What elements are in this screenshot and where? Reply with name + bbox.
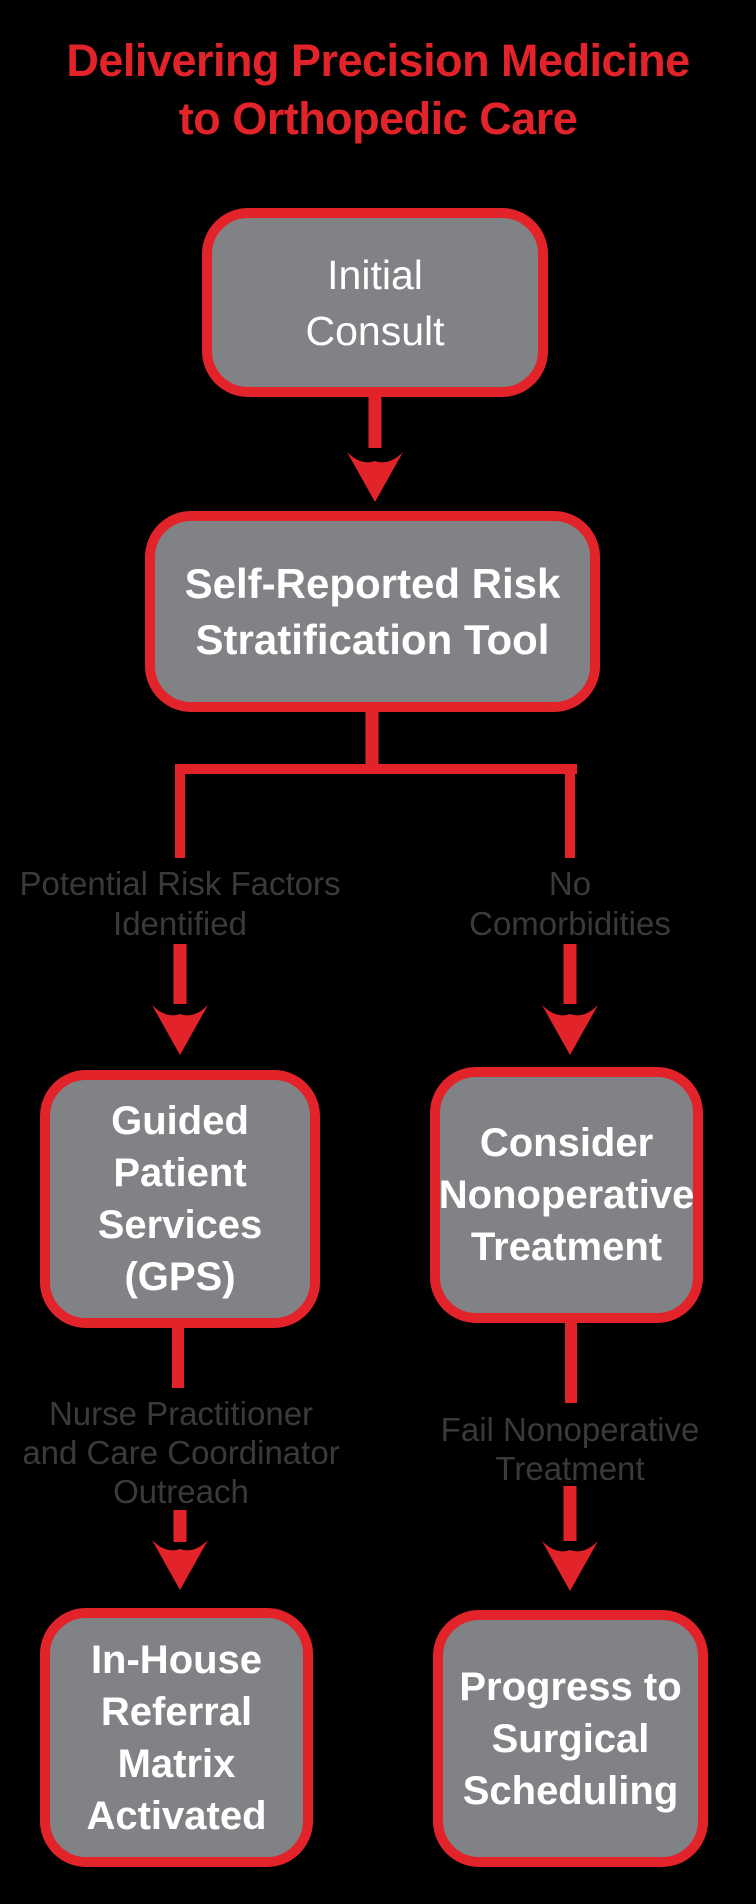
- node-text-line: Stratification Tool: [195, 615, 550, 663]
- edge-label-fail-nonoperative: Fail Nonoperative Treatment: [441, 1410, 700, 1488]
- arrow-initial-to-tool-shaft: [368, 392, 382, 448]
- edge-label-line: and Care Coordinator: [22, 1434, 340, 1471]
- node-text-line: (GPS): [124, 1255, 236, 1299]
- edge-label-line: Fail Nonoperative: [440, 1411, 700, 1448]
- node-text-line: Initial: [327, 251, 423, 298]
- edge-label-no-comorbidities: No Comorbidities: [469, 864, 671, 944]
- edge-label-line: Nurse Practitioner: [48, 1395, 314, 1432]
- branch-right-drop: [565, 772, 575, 858]
- page-title-line2: to Orthopedic Care: [178, 93, 578, 144]
- page-title-line1: Delivering Precision Medicine: [66, 35, 690, 86]
- node-text-line: Surgical: [491, 1716, 650, 1761]
- edge-label-line: No: [548, 865, 592, 902]
- arrow-to-consider-shaft: [563, 944, 577, 1004]
- branch-horizontal-bar: [175, 764, 577, 774]
- branch-left-drop: [175, 772, 185, 858]
- arrow-to-consider-head: [542, 1005, 598, 1055]
- node-initial-consult: Initial Consult: [202, 208, 548, 397]
- node-risk-stratification-tool: Self-Reported Risk Stratification Tool: [145, 511, 600, 712]
- node-text-line: Patient: [113, 1151, 247, 1195]
- branch-stem: [365, 706, 379, 768]
- node-text-line: Nonoperative: [438, 1173, 695, 1217]
- page-title: Delivering Precision Medicine to Orthope…: [0, 32, 756, 148]
- arrow-to-progress-shaft: [563, 1486, 577, 1541]
- node-text-line: Services: [97, 1203, 263, 1247]
- arrow-to-progress-head: [542, 1541, 598, 1591]
- node-text-line: Activated: [86, 1793, 267, 1838]
- node-text-line: Scheduling: [462, 1768, 679, 1813]
- arrow-to-gps-head: [152, 1005, 208, 1055]
- node-text-line: Referral: [100, 1689, 253, 1734]
- node-guided-patient-services: Guided Patient Services (GPS): [40, 1070, 320, 1328]
- arrow-to-matrix-head: [152, 1540, 208, 1590]
- node-text-line: In-House: [90, 1637, 263, 1682]
- edge-label-risk-factors: Potential Risk Factors Identified: [20, 864, 341, 944]
- node-text-line: Treatment: [470, 1225, 663, 1269]
- arrow-to-matrix-shaft: [173, 1510, 187, 1542]
- edge-label-line: Potential Risk Factors: [19, 865, 341, 902]
- arrow-to-gps-shaft: [173, 944, 187, 1004]
- edge-label-line: Identified: [113, 905, 247, 942]
- node-text-line: Matrix: [117, 1741, 236, 1786]
- edge-label-line: Comorbidities: [469, 905, 671, 942]
- arrow-initial-to-tool-head: [347, 452, 403, 502]
- node-text-line: Guided: [111, 1099, 249, 1143]
- node-text-line: Consider: [479, 1121, 654, 1165]
- gps-tail-stub: [172, 1322, 184, 1388]
- node-referral-matrix: In-House Referral Matrix Activated: [40, 1608, 313, 1867]
- node-text-line: Consult: [305, 307, 445, 354]
- node-consider-nonoperative: Consider Nonoperative Treatment: [430, 1067, 703, 1323]
- edge-label-nurse-outreach: Nurse Practitioner and Care Coordinator …: [22, 1394, 339, 1511]
- edge-label-line: Outreach: [113, 1473, 249, 1510]
- node-text-line: Self-Reported Risk: [184, 559, 561, 607]
- consider-tail-stub: [565, 1317, 577, 1403]
- node-text-line: Progress to: [459, 1664, 682, 1709]
- edge-label-line: Treatment: [495, 1450, 645, 1487]
- node-surgical-scheduling: Progress to Surgical Scheduling: [433, 1610, 708, 1867]
